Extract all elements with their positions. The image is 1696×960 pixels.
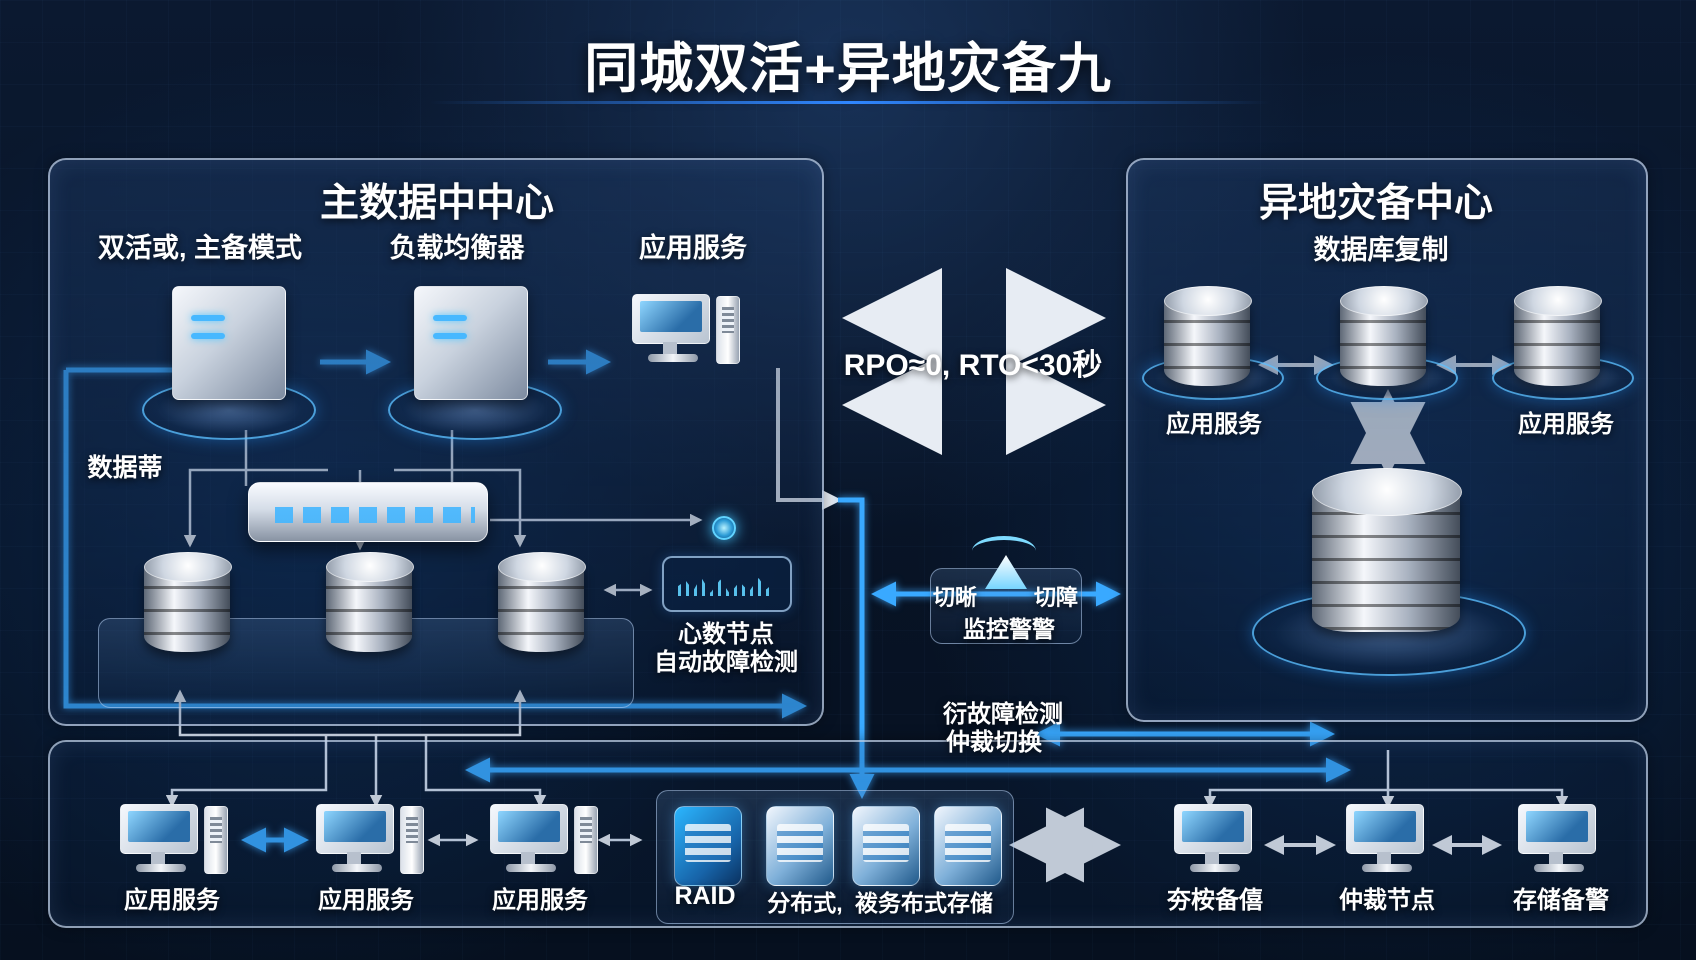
computer-tower [716,296,740,364]
application-computer-icon [632,294,746,380]
switch-tree-wire-1 [183,468,328,548]
remote-database-icon-left [1164,286,1252,398]
data-sync-label: 数据蒂 [87,454,163,482]
title-divider [430,101,1270,104]
raid-label: RAID [674,882,736,910]
switch-port-lights [275,507,475,523]
main-database-icon-3 [498,552,586,664]
client-to-main-wire-1 [165,734,328,808]
main-database-icon-1 [144,552,232,664]
client-app-label-1: 应用服务 [124,887,220,914]
client-computer-icon-1 [120,804,234,890]
auto-detect-label: 自动故障检测 [654,649,798,676]
client-to-main-wire-3 [424,734,547,808]
distributed-storage-label: 袯务布式存储 [855,890,993,916]
remote-bottom-right-label: 存储备警 [1513,887,1609,914]
remote-bottom-computer-middle [1346,804,1460,890]
mode-label: 双活或, 主备模式 [97,233,302,263]
alarm-icon [972,536,1040,594]
network-switch-icon [248,482,488,542]
rpo-rto-label: RPO≈0, RTO<30秒 [843,349,1103,382]
client-computer-icon-3 [490,804,604,890]
app-service-label: 应用服务 [639,233,747,263]
load-balancer-label: 负载均衡器 [389,233,525,263]
fault-detect-label: 衍故障检测 [943,701,1063,728]
remote-database-icon-middle [1340,286,1428,398]
heartbeat-wave-icon [678,577,774,596]
distributed-storage-icon [766,806,834,886]
remote-left-app-label: 应用服务 [1166,411,1262,438]
arbitration-switch-label: 仲裁切换 [946,729,1042,756]
remote-database-icon-right [1514,286,1602,398]
heartbeat-node-label: 心数节点 [678,621,774,648]
switch-left-label: 切晰 [932,585,977,610]
client-computer-icon-2 [316,804,430,890]
remote-right-app-label: 应用服务 [1518,411,1614,438]
database-replication-label: 数据库复制 [1313,235,1449,265]
switch-right-label: 切障 [1033,585,1078,610]
distributed-label: 分布式, [767,890,843,916]
lower-data-wire [173,689,527,737]
raid-storage-icon [674,806,742,886]
remote-bottom-middle-label: 仲裁节点 [1339,887,1435,914]
remote-bottom-computer-right [1518,804,1632,890]
remote-bottom-computer-left [1174,804,1288,890]
primary-server-icon [172,286,286,400]
main-loop-wire [63,370,807,719]
middle-to-storage-wire [838,497,875,799]
client-app-label-2: 应用服务 [318,887,414,914]
computer-screen [632,294,710,344]
client-app-label-3: 应用服务 [492,887,588,914]
service-storage-icon-2 [934,806,1002,886]
computer-stand [663,342,677,354]
remote-bottom-left-label: 夯桉备僖 [1167,887,1263,914]
service-storage-icon-1 [852,806,920,886]
main-remote-database-icon [1312,468,1462,640]
heartbeat-node-icon [712,516,736,540]
remote-bottom-tree-1 [1203,750,1390,809]
main-database-icon-2 [326,552,414,664]
page-title: 同城双活+异地灾备九 [584,39,1112,99]
computer-base [648,354,698,362]
heartbeat-monitor-panel [662,556,792,612]
remote-bottom-tree-3 [1388,788,1569,809]
monitor-alarm-label: 监控警警 [963,616,1055,642]
remote-center-title: 异地灾备中心 [1258,182,1493,225]
load-balancer-server-icon [414,286,528,400]
app-down-wire [776,368,842,510]
main-center-title: 主数据中中心 [319,182,554,225]
